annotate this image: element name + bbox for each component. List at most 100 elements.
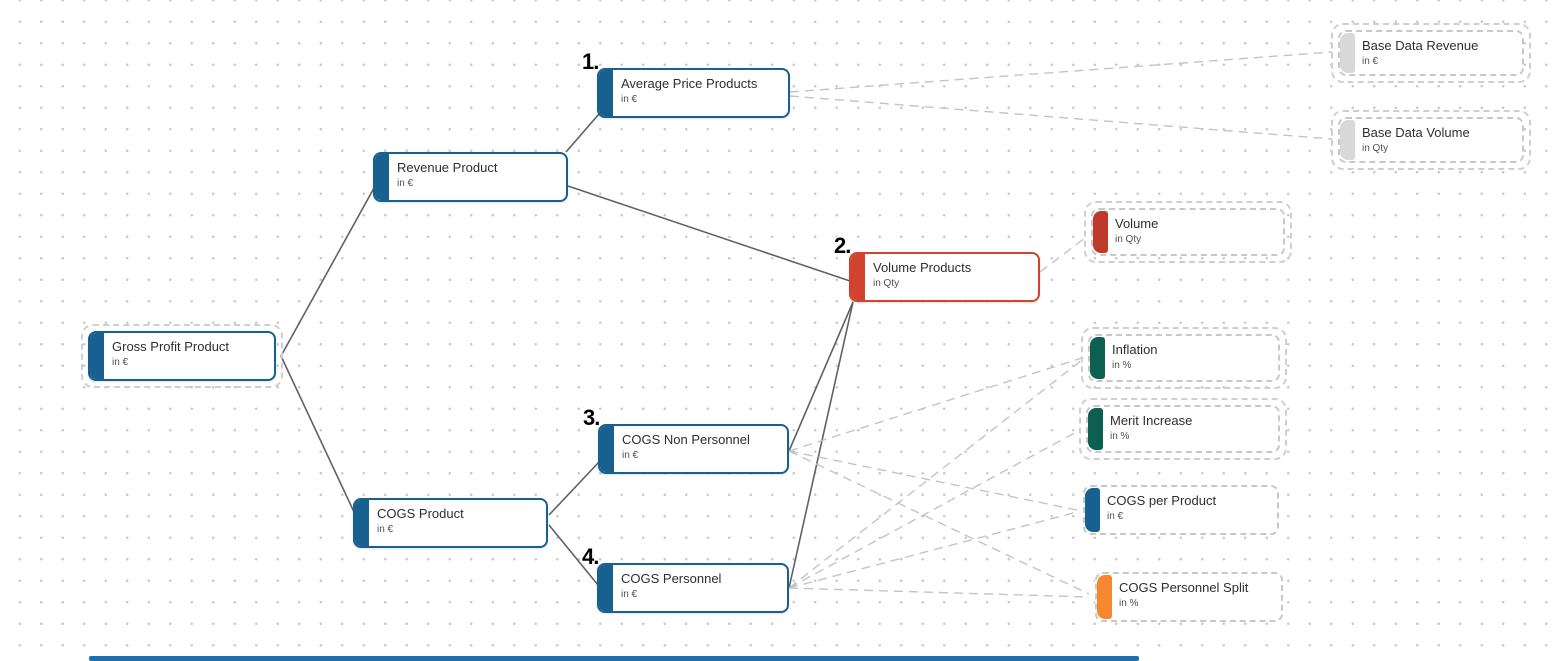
edge-revenue-product-to-average-price-products [565, 113, 600, 153]
node-accent-bar [375, 154, 389, 200]
node-body[interactable]: Gross Profit Product in € [88, 331, 276, 381]
node-cogs-personnel-split[interactable]: COGS Personnel Split in % [1095, 572, 1283, 622]
edge-average-price-products-to-base-data-revenue [789, 51, 1333, 93]
node-text: Base Data Revenue in € [1362, 38, 1516, 68]
node-title: Average Price Products [621, 76, 758, 91]
node-accent-bar [1093, 211, 1108, 253]
node-body[interactable]: COGS Product in € [353, 498, 548, 548]
node-base-data-volume[interactable]: Base Data Volume in Qty [1331, 110, 1531, 170]
node-order-badge: 2. [834, 233, 851, 258]
node-title: COGS Personnel Split [1119, 580, 1249, 595]
node-accent-bar [1088, 408, 1103, 450]
node-unit-label: in € [397, 178, 414, 189]
node-title: Revenue Product [397, 160, 498, 175]
node-accent-bar [1090, 337, 1105, 379]
node-accent-bar [599, 70, 613, 116]
edge-revenue-product-to-volume-products [567, 185, 851, 282]
node-title: COGS Personnel [621, 571, 722, 586]
node-cogs-non-personnel[interactable]: COGS Non Personnel in € 3. [583, 407, 789, 474]
edge-cogs-non-personnel-to-inflation [788, 357, 1083, 452]
node-unit-label: in % [1119, 598, 1139, 609]
node-body[interactable]: Base Data Volume in Qty [1338, 117, 1524, 163]
node-order-badge: 3. [583, 405, 600, 430]
node-title: Gross Profit Product [112, 339, 230, 354]
node-average-price-products[interactable]: Average Price Products in € 1. [582, 51, 790, 118]
node-title: Volume Products [873, 260, 972, 275]
node-accent-bar [1340, 120, 1355, 160]
node-gross-profit-product[interactable]: Gross Profit Product in € [81, 324, 283, 388]
node-text: COGS Personnel Split in % [1119, 580, 1275, 610]
edge-cogs-product-to-cogs-non-personnel [548, 461, 600, 516]
node-accent-bar [355, 500, 369, 546]
node-body[interactable]: COGS Non Personnel in € [598, 424, 789, 474]
node-text: COGS Product in € [377, 506, 540, 536]
node-title: COGS Non Personnel [622, 432, 750, 447]
node-revenue-product[interactable]: Revenue Product in € [373, 152, 568, 202]
node-accent-bar [1085, 488, 1100, 532]
node-title: Merit Increase [1110, 413, 1193, 428]
horizontal-scrollbar[interactable] [89, 656, 1139, 661]
node-text: Gross Profit Product in € [112, 339, 268, 369]
edge-cogs-non-personnel-to-cogs-personnel-split [788, 450, 1090, 595]
node-body[interactable]: COGS Personnel in € [597, 563, 789, 613]
node-text: Inflation in % [1112, 342, 1272, 372]
node-accent-bar [1097, 575, 1112, 619]
node-body[interactable]: Revenue Product in € [373, 152, 568, 202]
node-unit-label: in € [112, 357, 129, 368]
node-text: Average Price Products in € [621, 76, 782, 106]
edge-cogs-personnel-to-inflation [788, 359, 1083, 589]
node-body[interactable]: Base Data Revenue in € [1338, 30, 1524, 76]
node-title: COGS per Product [1107, 493, 1217, 508]
node-unit-label: in € [1362, 56, 1379, 67]
node-order-badge: 4. [582, 544, 599, 569]
edge-volume-products-to-cogs-personnel [788, 301, 854, 589]
node-base-data-revenue[interactable]: Base Data Revenue in € [1331, 23, 1531, 83]
node-accent-bar [600, 426, 614, 472]
node-unit-label: in € [377, 524, 394, 535]
node-title: Volume [1115, 216, 1159, 231]
node-accent-bar [90, 333, 104, 379]
edge-gross-profit-product-to-cogs-product [280, 355, 355, 513]
node-accent-bar [851, 254, 865, 300]
node-cogs-product[interactable]: COGS Product in € [353, 498, 548, 548]
node-text: COGS Non Personnel in € [622, 432, 781, 462]
node-inflation[interactable]: Inflation in % [1081, 327, 1287, 389]
node-unit-label: in € [621, 589, 638, 600]
edge-average-price-products-to-base-data-volume [789, 95, 1333, 140]
edge-volume-products-to-volume [1039, 237, 1086, 273]
node-cogs-personnel[interactable]: COGS Personnel in € 4. [582, 546, 789, 613]
node-text: Revenue Product in € [397, 160, 560, 190]
node-title: Base Data Volume [1362, 125, 1470, 140]
node-body[interactable]: Inflation in % [1088, 334, 1280, 382]
node-unit-label: in € [621, 94, 638, 105]
node-title: Inflation [1112, 342, 1158, 357]
node-body[interactable]: Average Price Products in € [597, 68, 790, 118]
node-unit-label: in Qty [1362, 143, 1389, 154]
node-accent-bar [1340, 33, 1355, 73]
edge-cogs-personnel-to-cogs-personnel-split [788, 587, 1090, 598]
node-unit-label: in % [1112, 360, 1132, 371]
node-unit-label: in € [622, 450, 639, 461]
edge-volume-products-to-cogs-non-personnel [788, 301, 854, 452]
edge-cogs-non-personnel-to-cogs-per-product [788, 450, 1078, 511]
node-title: Base Data Revenue [1362, 38, 1479, 53]
node-order-badge: 1. [582, 49, 599, 74]
node-text: Base Data Volume in Qty [1362, 125, 1516, 155]
node-body[interactable]: COGS Personnel Split in % [1095, 572, 1283, 622]
node-title: COGS Product [377, 506, 464, 521]
node-accent-bar [599, 565, 613, 611]
edge-gross-profit-product-to-revenue-product [280, 187, 375, 357]
